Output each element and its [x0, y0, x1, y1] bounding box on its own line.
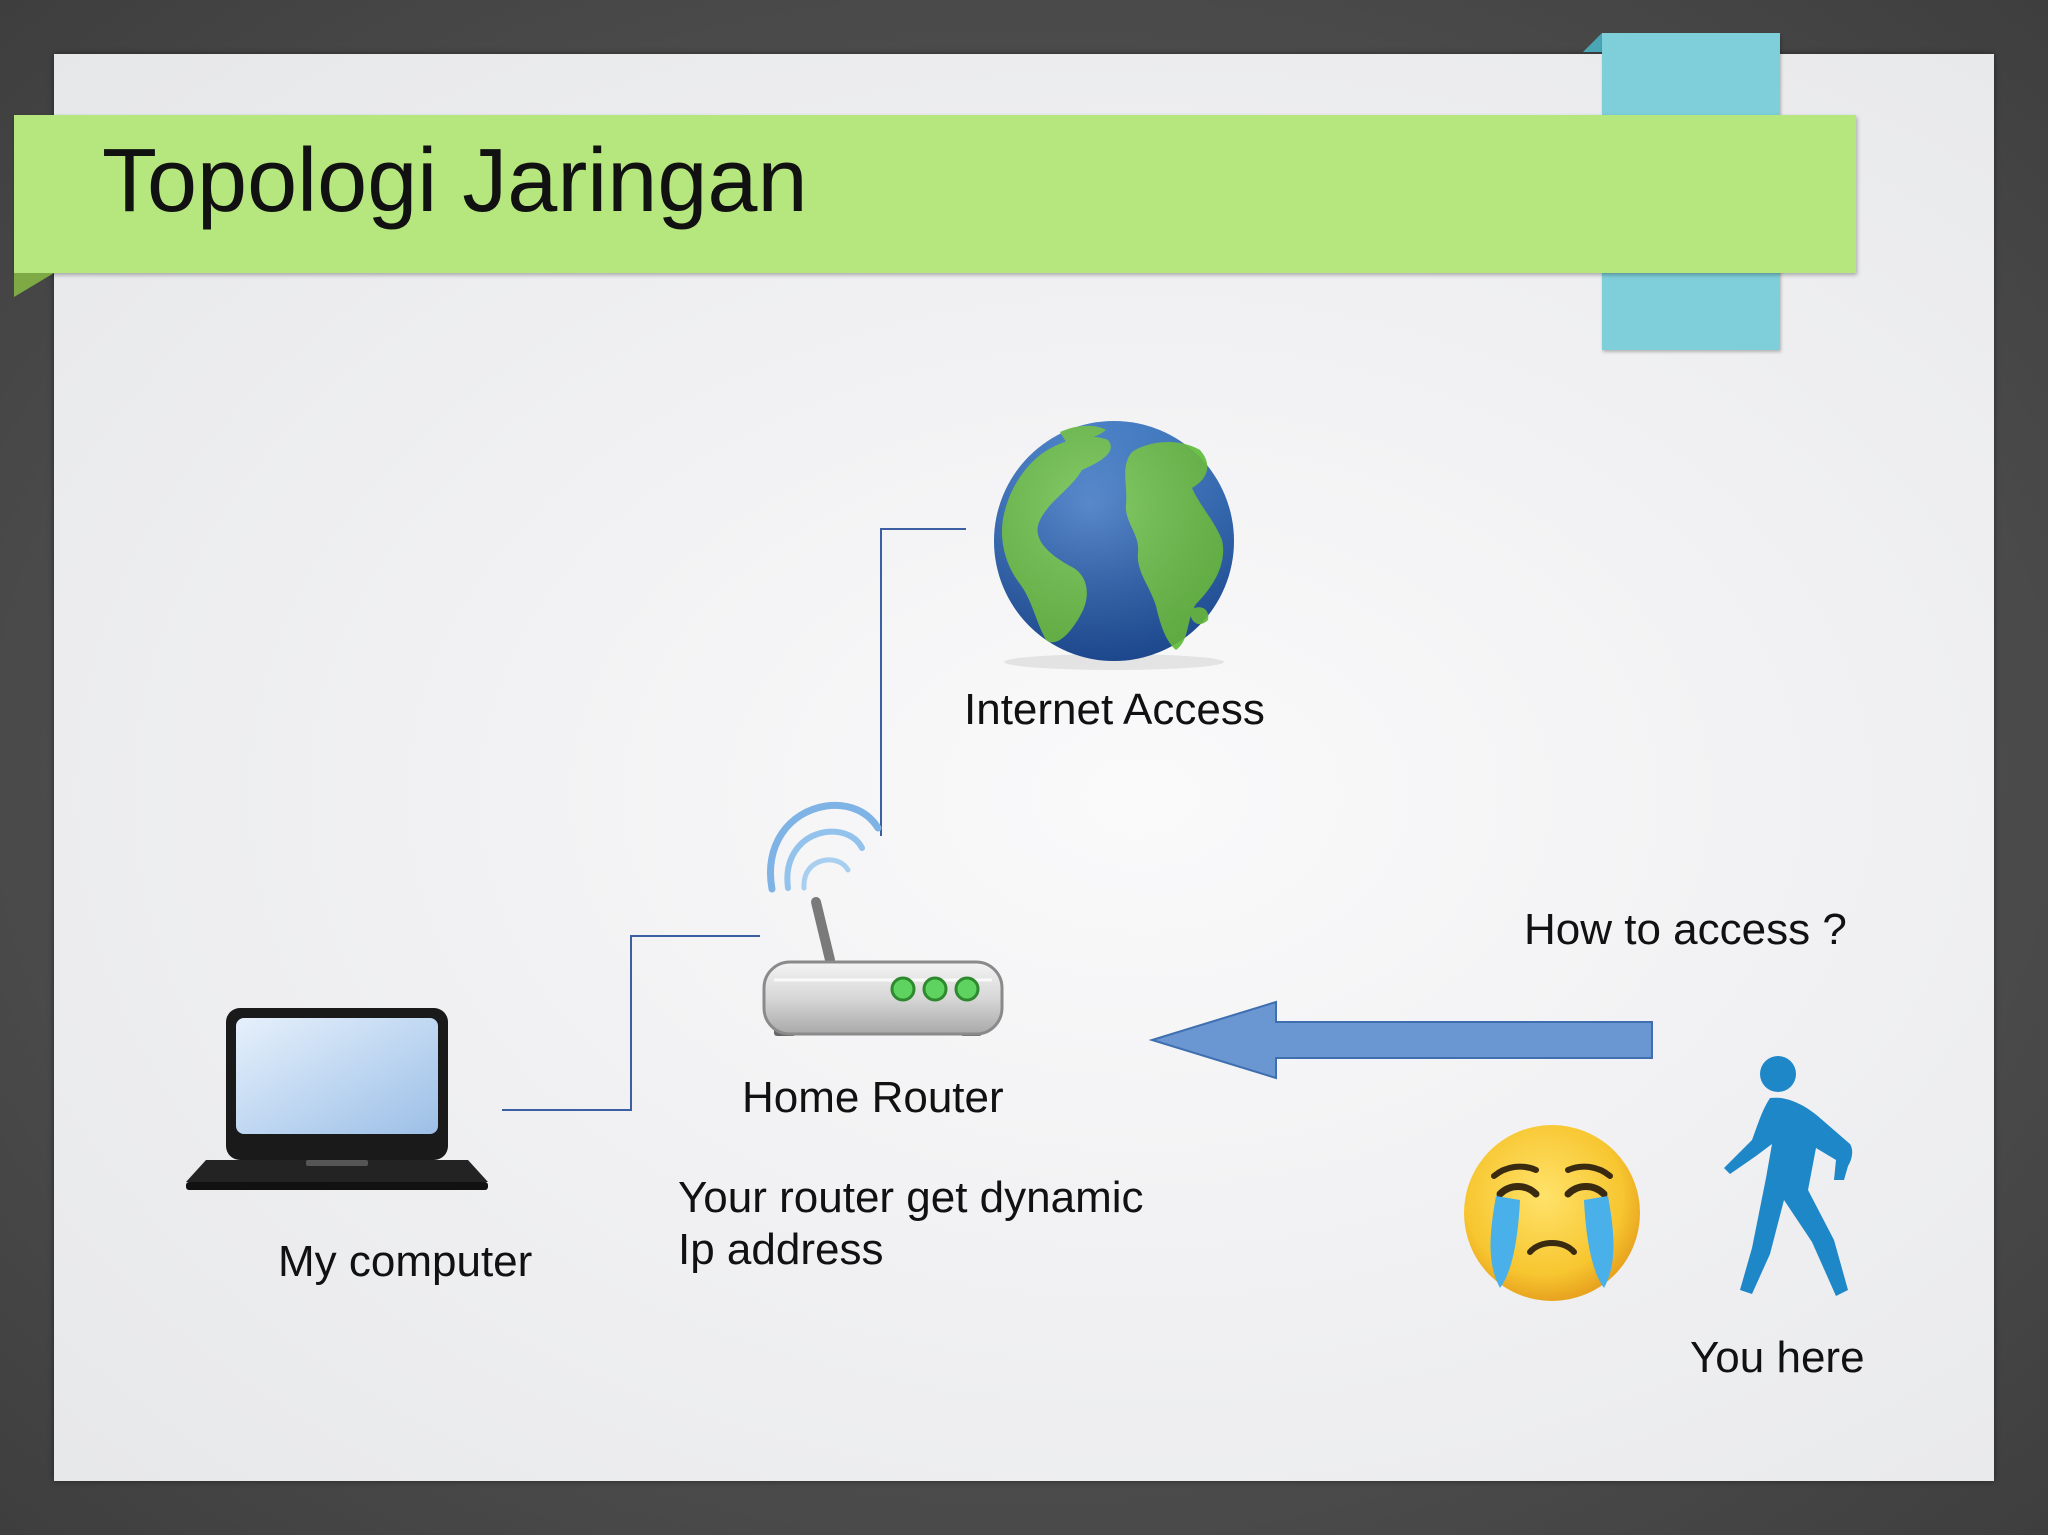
laptop-icon	[186, 1008, 488, 1190]
slide-title: Topologi Jaringan	[102, 131, 808, 231]
connector-router-internet	[880, 528, 966, 836]
accent-fold	[1583, 33, 1602, 52]
how-to-access-label: How to access ?	[1524, 905, 1847, 954]
router-icon	[762, 801, 1004, 1036]
globe-icon	[994, 421, 1234, 670]
you-here-label: You here	[1690, 1333, 1865, 1382]
arrow-left-icon	[1148, 1000, 1653, 1080]
my-computer-label: My computer	[278, 1237, 533, 1286]
connector-computer-router	[502, 935, 760, 1111]
walking-person-icon	[1724, 1056, 1853, 1296]
crying-face-icon	[1464, 1125, 1640, 1301]
home-router-label: Home Router	[742, 1073, 1004, 1122]
title-bar	[14, 115, 1856, 273]
router-note-line1: Your router get dynamic	[678, 1173, 1144, 1222]
router-note-line2: Ip address	[678, 1225, 884, 1274]
internet-access-label: Internet Access	[964, 685, 1265, 734]
